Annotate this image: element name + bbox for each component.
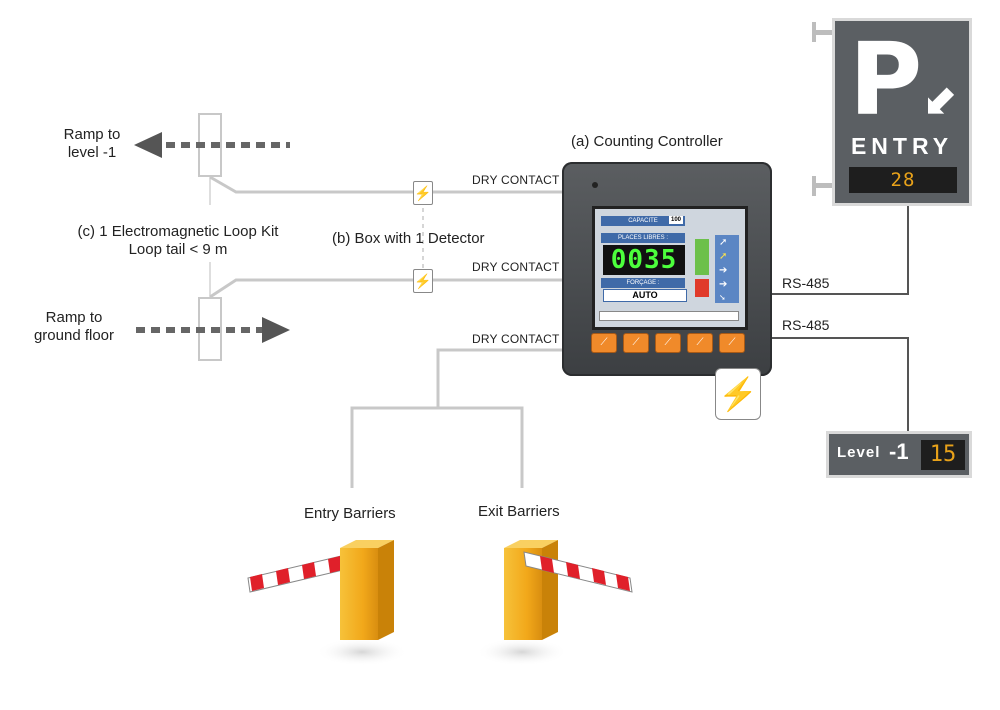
green-status-bar xyxy=(695,239,709,275)
forcing-label: FORÇAGE : xyxy=(601,278,685,288)
level-number: -1 xyxy=(889,439,909,464)
controller-screen: CAPACITE 100 PLACES LIBRES : 0035 FORÇAG… xyxy=(592,206,748,330)
ramp-bottom-line2: ground floor xyxy=(33,327,115,344)
rs485-wires xyxy=(772,206,909,431)
wires xyxy=(209,175,562,488)
arrow-up-right-icon: ➚ xyxy=(719,251,728,262)
level-sign: Level -1 15 xyxy=(826,431,972,478)
rs485-label-2: RS-485 xyxy=(782,317,830,333)
ramp-top-line1: Ramp to xyxy=(63,126,121,143)
entry-free-count: 28 xyxy=(849,167,957,193)
arrow-down-right-icon: ➘ xyxy=(719,293,726,302)
ramp-arrow-bottom xyxy=(136,317,290,343)
exit-barrier xyxy=(504,540,633,640)
entry-barriers-label: Entry Barriers xyxy=(304,505,396,522)
exit-barrier-shadow xyxy=(476,638,568,666)
controller-led xyxy=(592,182,598,188)
lightning-icon: ⚡ xyxy=(718,376,758,412)
arrow-down-left-icon: ⬋ xyxy=(923,79,957,123)
loop-kit-line2: Loop tail < 9 m xyxy=(128,241,228,258)
ramp-bottom-label: Ramp to ground floor xyxy=(24,309,124,345)
capacity-label: CAPACITE xyxy=(601,216,685,226)
function-button-4[interactable]: ⟋ xyxy=(688,334,712,352)
function-button-2[interactable]: ⟋ xyxy=(624,334,648,352)
dry-contact-label-3: DRY CONTACT xyxy=(472,332,560,346)
lightning-icon: ⚡ xyxy=(414,185,432,201)
entry-parking-sign: P ⬋ ENTRY 28 xyxy=(832,18,972,206)
loop-kit-label: (c) 1 Electromagnetic Loop Kit Loop tail… xyxy=(58,223,298,259)
lightning-icon: ⚡ xyxy=(414,273,432,289)
parking-letter: P xyxy=(849,21,923,138)
ramp-bottom-line1: Ramp to xyxy=(45,309,103,326)
ramp-arrow-top xyxy=(134,132,290,158)
ramp-top-line2: level -1 xyxy=(67,144,117,161)
function-button-1[interactable]: ⟋ xyxy=(592,334,616,352)
sign-brackets xyxy=(812,22,834,196)
function-button-3[interactable]: ⟋ xyxy=(656,334,680,352)
capacity-value: 100 xyxy=(669,216,683,224)
dry-contact-label-1: DRY CONTACT xyxy=(472,173,560,187)
arrow-right-icon: ➔ xyxy=(719,265,728,276)
loop-kit-line1: (c) 1 Electromagnetic Loop Kit xyxy=(77,223,279,240)
arrow-up-right-icon: ➚ xyxy=(719,237,728,248)
free-places-display: 0035 xyxy=(603,245,685,275)
exit-barriers-label: Exit Barriers xyxy=(478,503,560,520)
controller-title: (a) Counting Controller xyxy=(571,133,723,150)
detector-box-label: (b) Box with 1 Detector xyxy=(332,230,485,247)
entry-word: ENTRY xyxy=(850,133,954,159)
entry-barrier-shadow xyxy=(316,638,408,666)
mode-display: AUTO xyxy=(603,289,687,302)
dry-contact-label-2: DRY CONTACT xyxy=(472,260,560,274)
red-status-bar xyxy=(695,279,709,297)
entry-barrier xyxy=(247,540,394,640)
ramp-top-label: Ramp to level -1 xyxy=(56,126,128,162)
exit-barrier-arm-stripes xyxy=(540,556,630,591)
rs485-label-1: RS-485 xyxy=(782,275,830,291)
detector-box-top: ⚡ xyxy=(413,181,433,205)
function-button-5[interactable]: ⟋ xyxy=(720,334,744,352)
level-free-count: 15 xyxy=(921,440,965,470)
free-places-label: PLACES LIBRES : xyxy=(601,233,685,243)
level-label: Level xyxy=(837,444,881,461)
status-strip xyxy=(599,311,739,321)
arrow-right-icon: ➔ xyxy=(719,279,728,290)
direction-arrows-panel xyxy=(715,235,739,303)
power-box: ⚡ xyxy=(715,368,761,420)
counting-controller: CAPACITE 100 PLACES LIBRES : 0035 FORÇAG… xyxy=(562,162,772,376)
entry-barrier-arm-stripes xyxy=(250,556,342,591)
detector-box-bottom: ⚡ xyxy=(413,269,433,293)
